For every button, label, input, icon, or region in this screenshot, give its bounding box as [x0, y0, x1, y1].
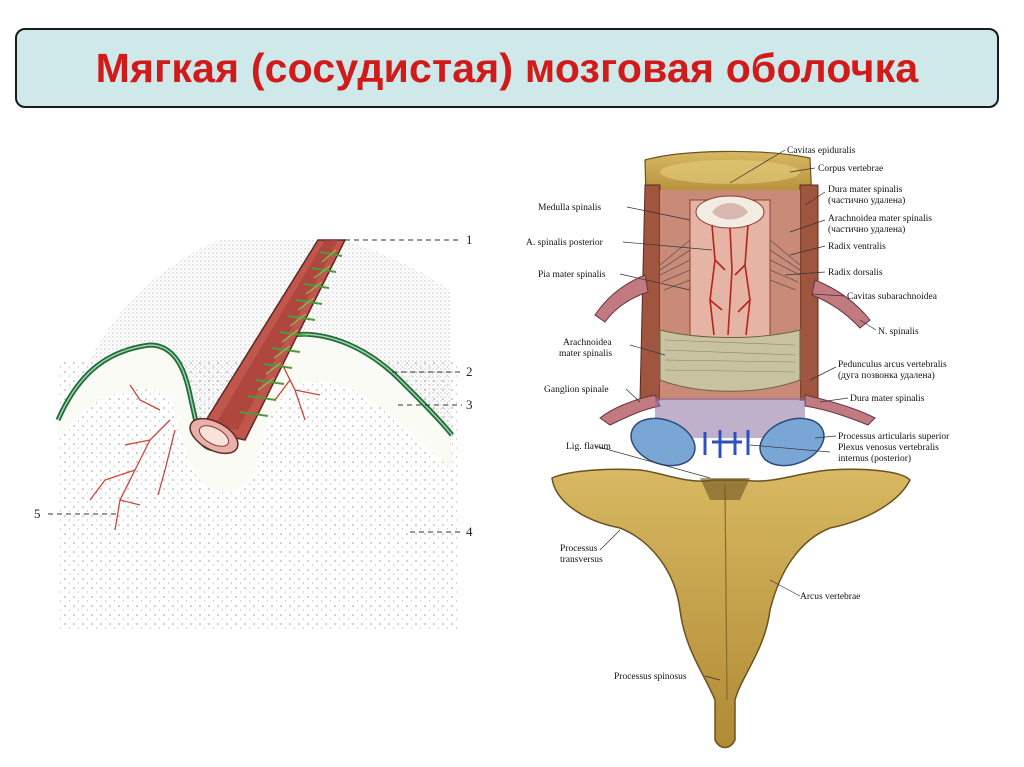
label-processus-spinosus: Processus spinosus — [614, 672, 687, 682]
arachnoid-fibers — [664, 339, 796, 373]
label-processus-articularis: Processus articularis superior — [838, 432, 950, 442]
title-banner: Мягкая (сосудистая) мозговая оболочка — [15, 28, 999, 108]
spinal-cord-anatomy-diagram: Cavitas epiduralis Corpus vertebrae Dura… — [526, 146, 950, 749]
label-medulla-spinalis: Medulla spinalis — [538, 203, 601, 213]
plexus-venosus — [703, 430, 750, 458]
callout-lines — [48, 239, 462, 533]
label-radix-ventralis: Radix ventralis — [828, 242, 886, 252]
label-pedunculus: Pedunculus arcus vertebralis — [838, 360, 947, 370]
label-lig-flavum: Lig. flavum — [566, 441, 611, 452]
label-ganglion-spinale: Ganglion spinale — [544, 385, 609, 395]
callout-3: 3 — [466, 397, 473, 412]
label-dura-mater-1-note: (частично удалена) — [828, 195, 905, 206]
callout-1: 1 — [466, 232, 473, 247]
label-corpus-vertebrae: Corpus vertebrae — [818, 164, 883, 174]
label-pedunculus-note: (дуга позвонка удалена) — [838, 370, 935, 381]
label-pia-mater: Pia mater spinalis — [538, 270, 606, 280]
ganglion-spinale — [599, 394, 661, 426]
label-processus-transversus-b: transversus — [560, 555, 603, 565]
label-a-spinalis-posterior: A. spinalis posterior — [526, 238, 604, 248]
label-n-spinalis: N. spinalis — [878, 327, 919, 337]
label-plexus-venosus-b: internus (posterior) — [838, 453, 911, 464]
label-dura-mater-2: Dura mater spinalis — [850, 394, 925, 404]
label-arachnoidea-2a: Arachnoidea — [563, 338, 612, 348]
nerve-roots — [659, 239, 801, 291]
dura-root-right — [804, 394, 876, 426]
label-cavitas-epiduralis: Cavitas epiduralis — [787, 146, 856, 156]
label-radix-dorsalis: Radix dorsalis — [828, 268, 883, 278]
label-arachnoidea-2b: mater spinalis — [559, 349, 612, 359]
callout-2: 2 — [466, 364, 473, 379]
label-arachnoidea-1: Arachnoidea mater spinalis — [828, 214, 932, 224]
label-arcus-vertebrae: Arcus vertebrae — [800, 592, 860, 602]
processus-articularis-right — [759, 417, 825, 467]
label-arachnoidea-1-note: (частично удалена) — [828, 224, 905, 235]
label-dura-mater-1: Dura mater spinalis — [828, 185, 903, 195]
callout-5: 5 — [34, 506, 41, 521]
label-processus-transversus-a: Processus — [560, 544, 598, 554]
blood-vessel — [189, 239, 347, 455]
leader-lines — [594, 149, 877, 681]
callout-4: 4 — [466, 524, 473, 539]
cord-vessels — [709, 224, 751, 336]
arachnoid-fold — [659, 329, 801, 392]
n-spinalis-right — [811, 279, 871, 329]
lig-flavum — [700, 478, 750, 500]
slide-title: Мягкая (сосудистая) мозговая оболочка — [95, 44, 919, 91]
pia-mater-section-diagram: 1 2 3 4 5 — [34, 232, 473, 630]
label-plexus-venosus-a: Plexus venosus vertebralis — [838, 443, 939, 453]
capillaries — [89, 359, 321, 531]
label-cavitas-subarachnoidea: Cavitas subarachnoidea — [847, 292, 938, 302]
arcus-vertebrae — [551, 468, 911, 749]
n-spinalis-left — [594, 274, 649, 323]
